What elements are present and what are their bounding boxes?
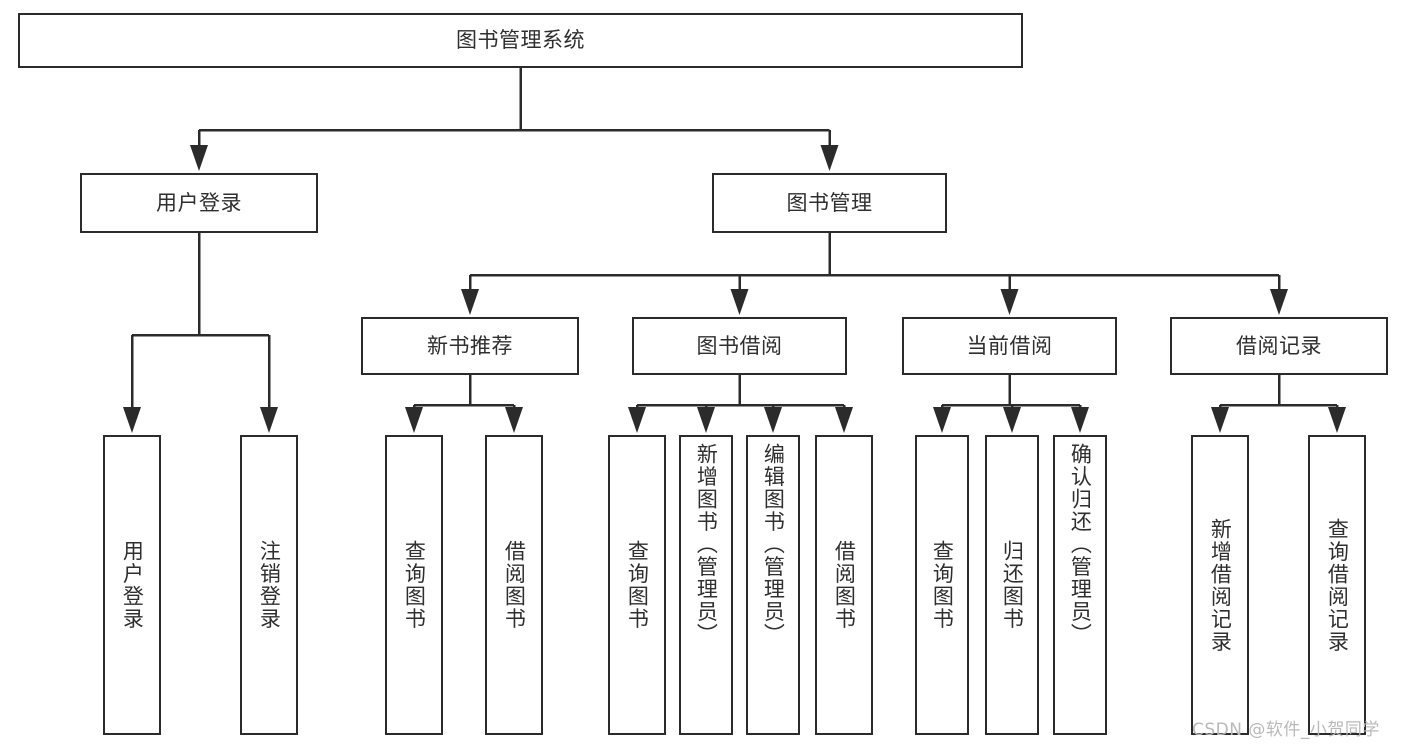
node-label-book-management: 图书管理 bbox=[786, 190, 873, 215]
arrowhead-leaf-query-borrow-record bbox=[1328, 407, 1346, 433]
arrowhead-leaf-add-book-admin bbox=[697, 407, 715, 433]
node-label-leaf-logout-login: 注销登录 bbox=[257, 540, 282, 630]
node-label-root: 图书管理系统 bbox=[456, 28, 585, 53]
node-leaf-borrow-book-1[interactable]: 借阅图书 bbox=[485, 435, 543, 735]
node-label-user-login: 用户登录 bbox=[156, 190, 242, 215]
arrowhead-leaf-query-book-1 bbox=[405, 407, 423, 433]
arrowhead-leaf-logout-login bbox=[260, 407, 278, 433]
node-new-book-recommend[interactable]: 新书推荐 bbox=[361, 317, 579, 375]
node-label-book-borrow: 图书借阅 bbox=[696, 333, 783, 358]
node-label-leaf-query-borrow-record: 查询借阅记录 bbox=[1325, 517, 1350, 653]
node-label-borrow-record: 借阅记录 bbox=[1236, 333, 1322, 358]
node-label-leaf-query-book-3: 查询图书 bbox=[930, 540, 955, 630]
arrowhead-leaf-return-book bbox=[1003, 407, 1021, 433]
node-leaf-add-book-admin[interactable]: 新增图书（管理员） bbox=[679, 435, 733, 735]
node-borrow-record[interactable]: 借阅记录 bbox=[1170, 317, 1388, 375]
node-label-leaf-query-book-2: 查询图书 bbox=[625, 540, 650, 630]
node-label-leaf-borrow-book-1: 借阅图书 bbox=[502, 540, 527, 630]
node-label-leaf-add-book-admin: 新增图书（管理员） bbox=[694, 443, 719, 646]
arrowhead-leaf-query-book-3 bbox=[933, 407, 951, 433]
arrowhead-leaf-borrow-book-2 bbox=[835, 407, 853, 433]
node-label-leaf-add-borrow-record: 新增借阅记录 bbox=[1208, 517, 1233, 653]
csdn-watermark: CSDN @软件_小贺同学 bbox=[1192, 720, 1380, 740]
arrowhead-leaf-confirm-return-admin bbox=[1071, 407, 1089, 433]
node-book-borrow[interactable]: 图书借阅 bbox=[632, 317, 847, 375]
arrowhead-current-borrow bbox=[1000, 289, 1019, 315]
node-leaf-confirm-return-admin[interactable]: 确认归还（管理员） bbox=[1053, 435, 1107, 735]
node-leaf-query-borrow-record[interactable]: 查询借阅记录 bbox=[1308, 435, 1366, 735]
arrowhead-leaf-edit-book-admin bbox=[764, 407, 782, 433]
node-user-login[interactable]: 用户登录 bbox=[80, 173, 318, 233]
arrowhead-borrow-record bbox=[1270, 289, 1288, 315]
arrowhead-book-borrow bbox=[730, 289, 749, 315]
node-leaf-query-book-3[interactable]: 查询图书 bbox=[915, 435, 969, 735]
arrowhead-new-book-recommend bbox=[461, 289, 479, 315]
node-label-leaf-query-book-1: 查询图书 bbox=[402, 540, 427, 630]
arrowhead-leaf-query-book-2 bbox=[628, 407, 646, 433]
node-leaf-add-borrow-record[interactable]: 新增借阅记录 bbox=[1191, 435, 1249, 735]
node-leaf-return-book[interactable]: 归还图书 bbox=[985, 435, 1039, 735]
node-label-leaf-confirm-return-admin: 确认归还（管理员） bbox=[1068, 443, 1093, 646]
node-label-new-book-recommend: 新书推荐 bbox=[427, 333, 513, 358]
node-leaf-query-book-1[interactable]: 查询图书 bbox=[385, 435, 443, 735]
node-leaf-edit-book-admin[interactable]: 编辑图书（管理员） bbox=[746, 435, 800, 735]
node-label-current-borrow: 当前借阅 bbox=[966, 333, 1053, 358]
node-leaf-query-book-2[interactable]: 查询图书 bbox=[608, 435, 666, 735]
arrowhead-leaf-user-login bbox=[123, 407, 141, 433]
node-root[interactable]: 图书管理系统 bbox=[18, 13, 1023, 68]
node-label-leaf-edit-book-admin: 编辑图书（管理员） bbox=[761, 443, 786, 646]
arrowhead-book-management bbox=[820, 145, 839, 171]
arrowhead-leaf-add-borrow-record bbox=[1211, 407, 1229, 433]
node-leaf-user-login[interactable]: 用户登录 bbox=[103, 435, 161, 735]
node-leaf-logout-login[interactable]: 注销登录 bbox=[240, 435, 298, 735]
node-current-borrow[interactable]: 当前借阅 bbox=[902, 317, 1117, 375]
node-leaf-borrow-book-2[interactable]: 借阅图书 bbox=[815, 435, 873, 735]
node-book-management[interactable]: 图书管理 bbox=[712, 173, 947, 233]
arrowhead-user-login bbox=[190, 145, 208, 171]
node-label-leaf-return-book: 归还图书 bbox=[1000, 540, 1025, 630]
node-label-leaf-user-login: 用户登录 bbox=[120, 540, 145, 630]
arrowhead-leaf-borrow-book-1 bbox=[505, 407, 523, 433]
node-label-leaf-borrow-book-2: 借阅图书 bbox=[832, 540, 857, 630]
